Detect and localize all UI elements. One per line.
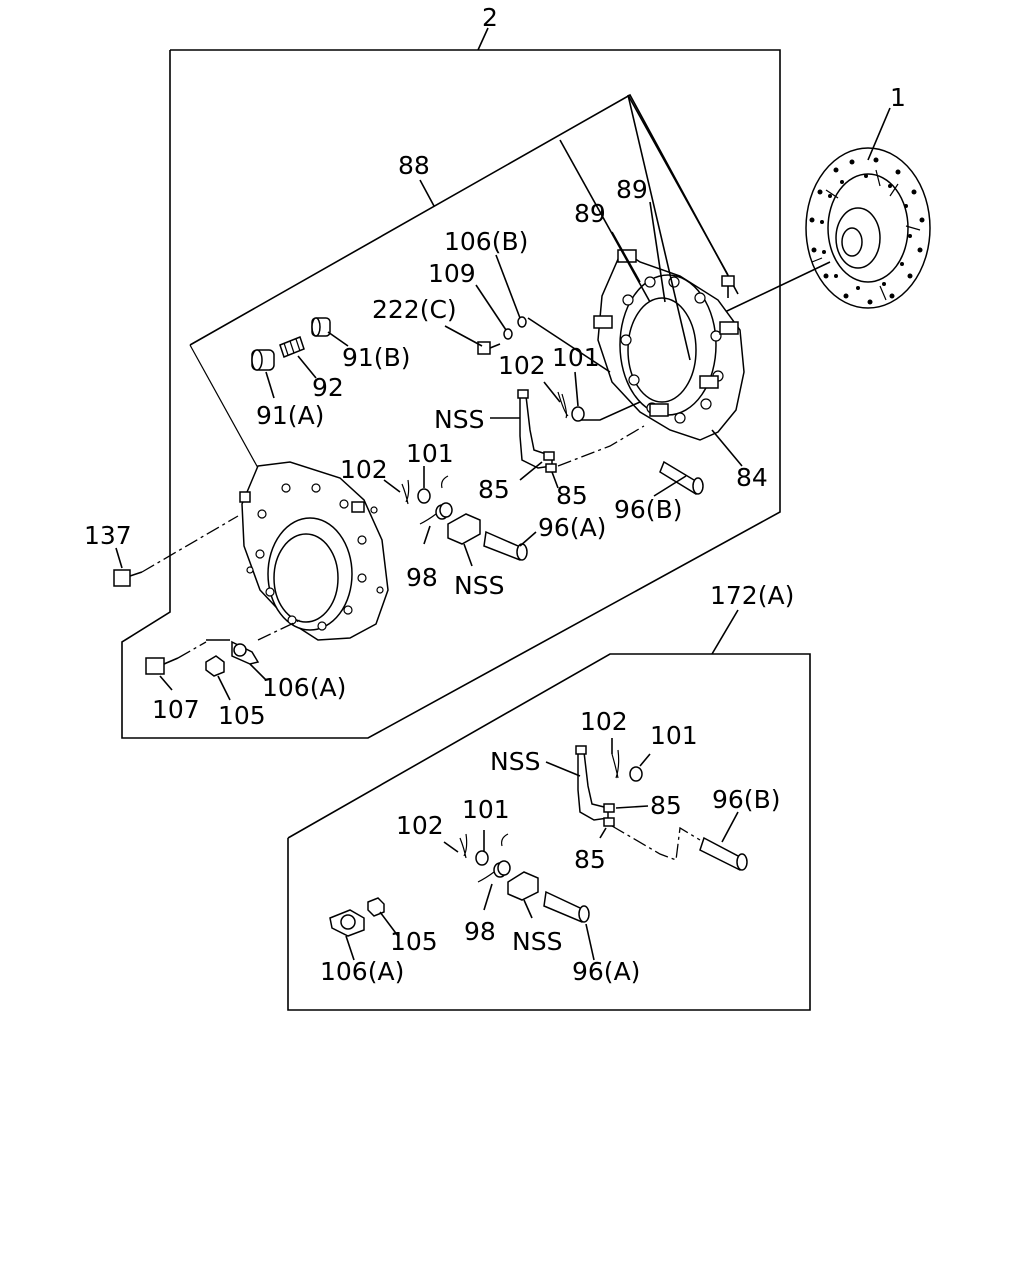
- label-part-91a: 91(A): [256, 401, 324, 430]
- label-part-106a-upper: 106(A): [262, 673, 346, 702]
- leader-89a: [559, 139, 651, 303]
- label-part-85-b: 85: [556, 481, 588, 510]
- label-part-101-b: 101: [406, 439, 454, 468]
- label-part-102-d: 102: [396, 811, 444, 840]
- leader-89c: [627, 94, 729, 276]
- release-lever-lower: [383, 466, 537, 567]
- label-part-109: 109: [428, 259, 476, 288]
- label-part-2: 2: [482, 3, 498, 32]
- label-part-84: 84: [736, 463, 768, 492]
- label-part-105-a: 105: [218, 701, 266, 730]
- label-part-102-b: 102: [340, 455, 388, 484]
- label-part-106b: 106(B): [444, 227, 528, 256]
- label-part-101-a: 101: [552, 343, 600, 372]
- release-lever-kit: [545, 738, 748, 871]
- label-nss-4: NSS: [512, 927, 562, 956]
- leader-89e: [649, 201, 666, 303]
- leader-88: [419, 179, 435, 207]
- bolt-137: [113, 515, 239, 587]
- label-part-92: 92: [312, 373, 344, 402]
- sub-assembly-frame: [287, 609, 811, 1011]
- axis-line: [707, 261, 831, 321]
- label-part-105-b: 105: [390, 927, 438, 956]
- spring-parts: [251, 317, 349, 399]
- label-part-98-b: 98: [464, 917, 496, 946]
- label-part-137: 137: [84, 521, 132, 550]
- pin-96b-upper: [653, 460, 704, 497]
- label-part-98-a: 98: [406, 563, 438, 592]
- label-nss-1: NSS: [434, 405, 484, 434]
- label-part-85-d: 85: [574, 845, 606, 874]
- clutch-disc: [805, 107, 931, 309]
- label-part-222c: 222(C): [372, 295, 457, 324]
- leader-89b: [627, 94, 691, 361]
- bolts-222c-109-106b: [444, 254, 641, 421]
- pressure-plate: [593, 248, 745, 467]
- lower-kit-parts: [329, 830, 595, 961]
- label-part-101-c: 101: [650, 721, 698, 750]
- label-part-96a-upper: 96(A): [538, 513, 606, 542]
- fasteners-107-105-106a: [145, 619, 301, 701]
- label-part-96a-lower: 96(A): [572, 957, 640, 986]
- label-part-88: 88: [398, 151, 430, 180]
- label-nss-3: NSS: [490, 747, 540, 776]
- clutch-cover: [239, 461, 389, 641]
- label-part-96b-lower: 96(B): [712, 785, 780, 814]
- label-part-1: 1: [890, 83, 906, 112]
- label-part-101-d: 101: [462, 795, 510, 824]
- label-part-85-c: 85: [650, 791, 682, 820]
- label-part-89-b: 89: [574, 199, 606, 228]
- leader-89d: [611, 231, 641, 283]
- label-part-106a-lower: 106(A): [320, 957, 404, 986]
- label-part-102-c: 102: [580, 707, 628, 736]
- label-part-85-a: 85: [478, 475, 510, 504]
- label-part-172a: 172(A): [710, 581, 794, 610]
- label-part-96b-upper: 96(B): [614, 495, 682, 524]
- label-part-107: 107: [152, 695, 200, 724]
- label-part-91b: 91(B): [342, 343, 410, 372]
- label-part-102-a: 102: [498, 351, 546, 380]
- release-lever-upper: [490, 371, 645, 489]
- part-labels: 2 1 88 89 89 106(B) 109 222(C) 91(B) 92 …: [84, 3, 906, 986]
- label-nss-2: NSS: [454, 571, 504, 600]
- label-part-89-a: 89: [616, 175, 648, 204]
